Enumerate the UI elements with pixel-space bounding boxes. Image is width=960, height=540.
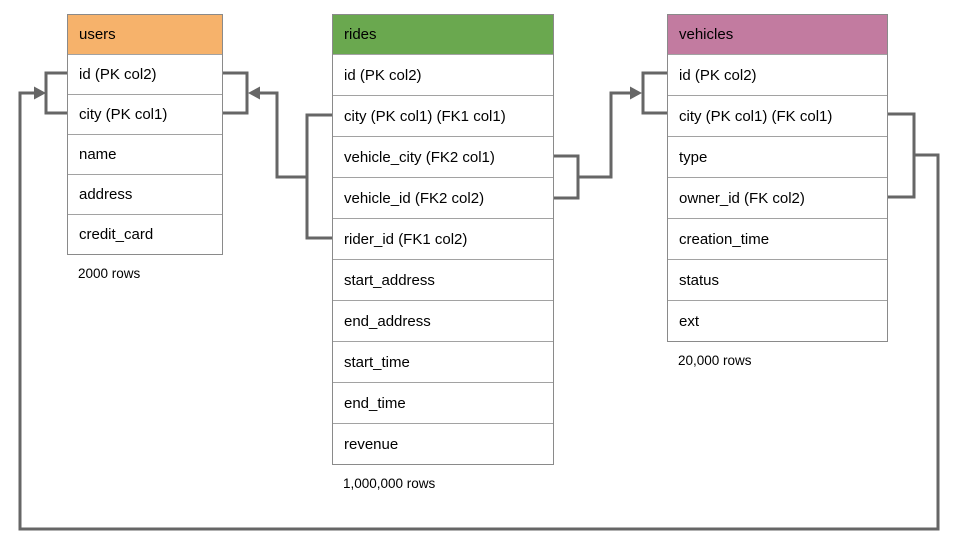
column-label: vehicle_city (FK2 col1) xyxy=(344,148,495,166)
column-label: creation_time xyxy=(679,230,770,248)
column-label: start_time xyxy=(344,353,410,371)
column-label: ext xyxy=(679,312,700,330)
table-rides-row: rider_id (FK1 col2) xyxy=(333,218,553,259)
table-vehicles-row: ext xyxy=(668,300,887,341)
column-label: vehicle_id (FK2 col2) xyxy=(344,189,485,207)
table-users-row: city (PK col1) xyxy=(68,94,222,134)
table-rides-rowcount: 1,000,000 rows xyxy=(343,476,436,491)
column-label: id (PK col2) xyxy=(679,66,757,84)
table-users-grid: users id (PK col2) city (PK col1) name a… xyxy=(67,14,223,255)
column-label: city (PK col1) (FK1 col1) xyxy=(344,107,506,125)
table-rides-header: rides xyxy=(333,15,553,54)
table-users-rowcount: 2000 rows xyxy=(78,266,141,281)
table-vehicles-header: vehicles xyxy=(668,15,887,54)
table-rides: rides id (PK col2) city (PK col1) (FK1 c… xyxy=(332,14,554,491)
rides-to-vehicles-line xyxy=(578,91,630,179)
column-label: id (PK col2) xyxy=(344,66,422,84)
column-label: city (PK col1) (FK col1) xyxy=(679,107,833,125)
table-vehicles-row: owner_id (FK col2) xyxy=(668,177,887,218)
table-vehicles-row: id (PK col2) xyxy=(668,54,887,95)
column-label: city (PK col1) xyxy=(79,106,168,123)
rides-to-users-line xyxy=(259,91,307,179)
table-rides-row: start_time xyxy=(333,341,553,382)
vehicles-left-bracket xyxy=(641,71,667,115)
column-label: status xyxy=(679,271,720,289)
column-label: owner_id (FK col2) xyxy=(679,189,805,207)
table-users-title: users xyxy=(79,26,116,43)
rides-right-bracket xyxy=(554,154,580,200)
rides-to-users-arrowhead xyxy=(248,86,260,100)
table-vehicles-title: vehicles xyxy=(679,26,734,43)
column-label: rider_id (FK1 col2) xyxy=(344,230,468,248)
table-rides-grid: rides id (PK col2) city (PK col1) (FK1 c… xyxy=(332,14,554,465)
table-rides-row: end_address xyxy=(333,300,553,341)
table-vehicles-row: status xyxy=(668,259,887,300)
table-vehicles-row: city (PK col1) (FK col1) xyxy=(668,95,887,136)
table-rides-row: city (PK col1) (FK1 col1) xyxy=(333,95,553,136)
table-rides-title: rides xyxy=(344,26,377,43)
table-users-header: users xyxy=(68,15,222,54)
column-label: type xyxy=(679,148,708,166)
table-rides-row: revenue xyxy=(333,423,553,464)
table-vehicles-grid: vehicles id (PK col2) city (PK col1) (FK… xyxy=(667,14,888,342)
column-label: end_address xyxy=(344,312,431,330)
column-label: revenue xyxy=(344,435,399,453)
users-right-bracket xyxy=(223,71,249,115)
table-vehicles-row: type xyxy=(668,136,887,177)
users-left-bracket xyxy=(44,71,67,115)
column-label: end_time xyxy=(344,394,406,412)
table-users: users id (PK col2) city (PK col1) name a… xyxy=(67,14,223,281)
table-vehicles-row: creation_time xyxy=(668,218,887,259)
vehicles-right-bracket xyxy=(888,112,916,199)
table-users-row: id (PK col2) xyxy=(68,54,222,94)
column-label: name xyxy=(79,146,117,163)
rides-to-vehicles-arrowhead xyxy=(630,86,642,100)
table-users-row: name xyxy=(68,134,222,174)
table-rides-row: end_time xyxy=(333,382,553,423)
table-rides-row: id (PK col2) xyxy=(333,54,553,95)
column-label: credit_card xyxy=(79,226,154,243)
table-vehicles: vehicles id (PK col2) city (PK col1) (FK… xyxy=(667,14,888,368)
vehicles-to-users-arrowhead xyxy=(34,86,46,100)
column-label: start_address xyxy=(344,271,435,289)
table-rides-row: vehicle_city (FK2 col1) xyxy=(333,136,553,177)
vehicles-to-users-line xyxy=(18,91,940,531)
column-label: address xyxy=(79,186,133,203)
table-rides-row: vehicle_id (FK2 col2) xyxy=(333,177,553,218)
table-users-row: credit_card xyxy=(68,214,222,254)
table-vehicles-rowcount: 20,000 rows xyxy=(678,353,752,368)
table-rides-row: start_address xyxy=(333,259,553,300)
column-label: id (PK col2) xyxy=(79,66,157,83)
rides-left-bracket xyxy=(305,113,332,240)
table-users-row: address xyxy=(68,174,222,214)
